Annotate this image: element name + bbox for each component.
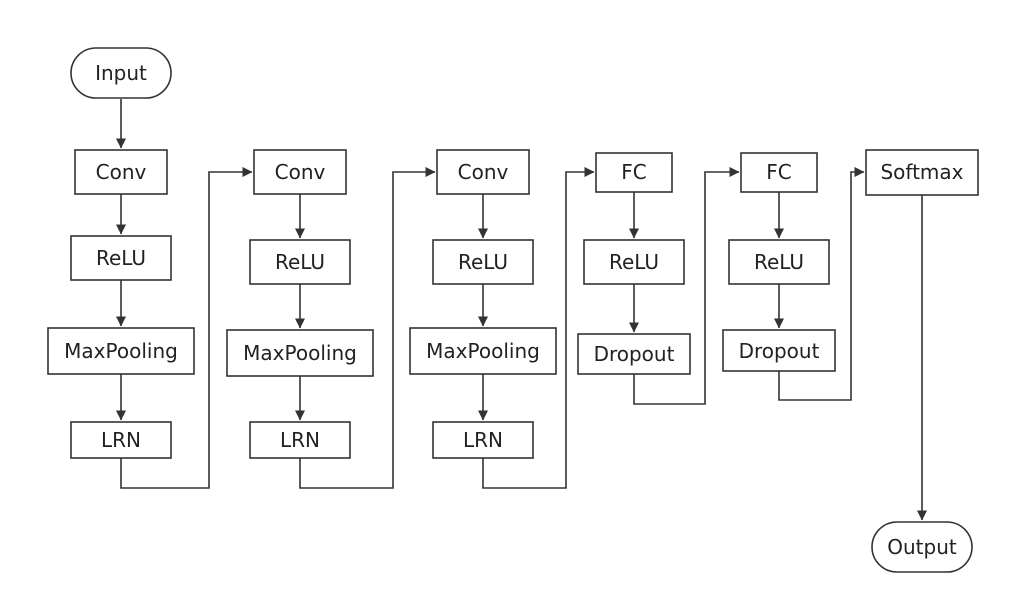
softmax-node: Softmax xyxy=(865,149,979,196)
maxpooling-node-1: MaxPooling xyxy=(47,327,195,375)
edges xyxy=(116,99,927,521)
conv-node-1: Conv xyxy=(74,149,168,195)
lrn-node-3: LRN xyxy=(432,421,534,459)
relu-node-1: ReLU xyxy=(70,235,172,281)
conv-node-2: Conv xyxy=(253,149,347,195)
maxpooling-label-2: MaxPooling xyxy=(243,341,357,365)
lrn-label-2: LRN xyxy=(280,428,320,452)
fc-node-1: FC xyxy=(595,152,673,193)
edge-lrn2-to-conv3 xyxy=(299,167,436,489)
relu-label-2: ReLU xyxy=(275,250,325,274)
input-label: Input xyxy=(95,61,147,85)
fc-node-2: FC xyxy=(740,152,818,193)
dropout-node-2: Dropout xyxy=(722,329,836,372)
conv-label-3: Conv xyxy=(458,160,509,184)
lrn-node-2: LRN xyxy=(249,421,351,459)
lrn-label-1: LRN xyxy=(101,428,141,452)
fc-label-1: FC xyxy=(621,160,646,184)
edge-dropout1-to-fc2 xyxy=(633,167,740,405)
conv-label-2: Conv xyxy=(275,160,326,184)
input-node: Input xyxy=(70,47,172,99)
lrn-node-1: LRN xyxy=(70,421,172,459)
output-label: Output xyxy=(887,535,957,559)
edge-dropout2-to-softmax xyxy=(778,167,865,401)
relu-label-4: ReLU xyxy=(609,250,659,274)
edge-lrn1-to-conv2 xyxy=(120,167,253,489)
maxpooling-label-3: MaxPooling xyxy=(426,339,540,363)
dropout-node-1: Dropout xyxy=(577,333,691,375)
maxpooling-node-3: MaxPooling xyxy=(409,327,557,375)
relu-label-5: ReLU xyxy=(754,250,804,274)
softmax-label: Softmax xyxy=(880,160,963,184)
relu-node-4: ReLU xyxy=(583,239,685,285)
edge-lrn3-to-fc1 xyxy=(482,167,595,489)
maxpooling-node-2: MaxPooling xyxy=(226,329,374,377)
conv-node-3: Conv xyxy=(436,149,530,195)
output-node: Output xyxy=(871,521,973,573)
relu-label-3: ReLU xyxy=(458,250,508,274)
lrn-label-3: LRN xyxy=(463,428,503,452)
conv-label-1: Conv xyxy=(96,160,147,184)
relu-label-1: ReLU xyxy=(96,246,146,270)
relu-node-2: ReLU xyxy=(249,239,351,285)
dropout-label-2: Dropout xyxy=(739,339,820,363)
dropout-label-1: Dropout xyxy=(594,342,675,366)
fc-label-2: FC xyxy=(766,160,791,184)
relu-node-5: ReLU xyxy=(728,239,830,285)
maxpooling-label-1: MaxPooling xyxy=(64,339,178,363)
relu-node-3: ReLU xyxy=(432,239,534,285)
